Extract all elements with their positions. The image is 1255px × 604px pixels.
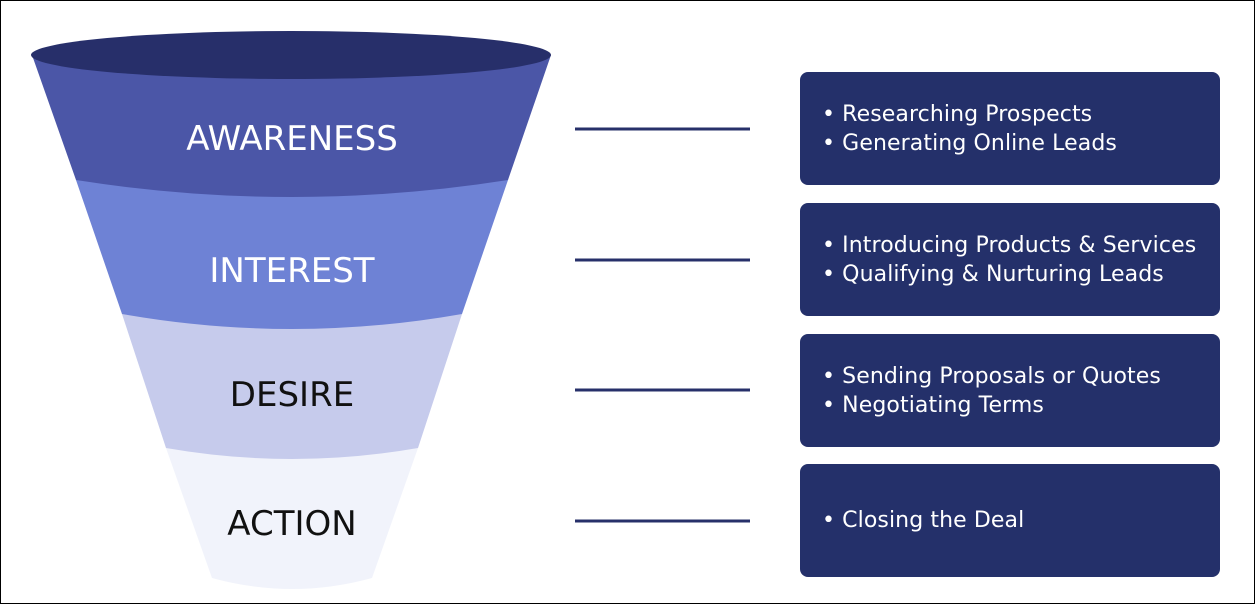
interest-item: • Qualifying & Nurturing Leads (822, 261, 1164, 287)
desire-item: • Negotiating Terms (822, 392, 1044, 418)
action-item: • Closing the Deal (822, 508, 1025, 533)
funnel-top-rim (31, 31, 551, 79)
interest-item: • Introducing Products & Services (822, 232, 1197, 258)
info-box-interest: • Introducing Products & Services • Qual… (800, 203, 1220, 316)
stage-label-awareness: AWARENESS (186, 119, 398, 159)
info-box-desire: • Sending Proposals or Quotes • Negotiat… (800, 334, 1220, 447)
funnel-segment-awareness (32, 55, 551, 197)
info-box-action: • Closing the Deal (800, 464, 1220, 577)
desire-item: • Sending Proposals or Quotes (822, 363, 1161, 389)
funnel-segment-interest (76, 180, 508, 329)
stage-label-interest: INTEREST (209, 251, 374, 291)
awareness-item: • Generating Online Leads (822, 130, 1117, 156)
info-box-awareness: • Researching Prospects • Generating Onl… (800, 72, 1220, 185)
awareness-item: • Researching Prospects (822, 101, 1093, 127)
funnel-segment-action (166, 448, 418, 589)
funnel-segment-desire (122, 314, 462, 459)
stage-label-action: ACTION (227, 504, 356, 544)
stage-label-desire: DESIRE (230, 375, 354, 415)
